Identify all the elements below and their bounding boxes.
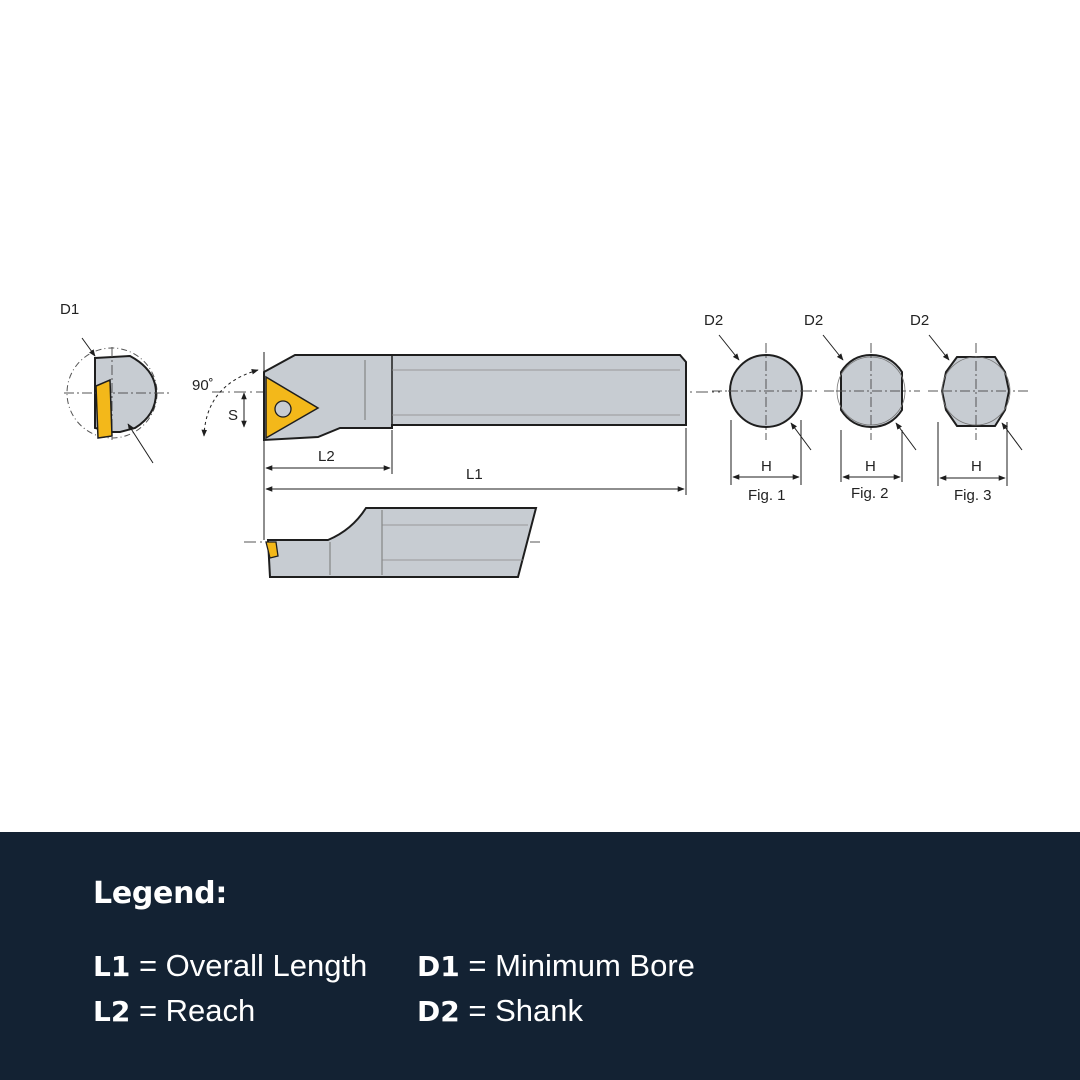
legend-item-l2: L2 = Reach — [93, 993, 255, 1029]
legend-key: D1 — [417, 950, 460, 983]
legend-item-d1: D1 = Minimum Bore — [417, 948, 695, 984]
fig-2-h-label: H — [865, 458, 876, 475]
angle-label: 90˚ — [192, 377, 214, 394]
boring-bar-body — [263, 354, 687, 442]
fig-1-h-label: H — [761, 458, 772, 475]
legend-key: L1 — [93, 950, 131, 983]
fig-3-d2-label: D2 — [910, 312, 929, 329]
l2-dimension-label: L2 — [318, 448, 335, 465]
legend-equals: = — [459, 993, 496, 1028]
legend-equals: = — [130, 993, 166, 1028]
legend-item-d2: D2 = Shank — [417, 993, 583, 1029]
insert-screw-icon — [274, 400, 292, 418]
insert-triangle — [265, 375, 320, 440]
fig-3-caption: Fig. 3 — [954, 487, 992, 504]
top-view-body — [266, 507, 538, 578]
side-view: 90˚ S L2 L1 — [192, 352, 720, 540]
s-dimension-label: S — [228, 407, 238, 424]
legend-key: D2 — [417, 995, 460, 1028]
l1-dimension-label: L1 — [466, 466, 483, 483]
legend-title: Legend: — [93, 876, 228, 911]
fig-1-caption: Fig. 1 — [748, 487, 786, 504]
fig-3-shank-octagonal — [940, 356, 1011, 427]
legend-key: L2 — [93, 995, 131, 1028]
end-view-d1-label: D1 — [60, 301, 79, 318]
fig-3-h-label: H — [971, 458, 982, 475]
legend-equals: = — [130, 948, 166, 983]
end-view-insert — [95, 378, 113, 439]
legend-value: Minimum Bore — [495, 948, 695, 983]
fig-1-d2-label: D2 — [704, 312, 723, 329]
legend-item-l1: L1 = Overall Length — [93, 948, 367, 984]
fig-2-d2-label: D2 — [804, 312, 823, 329]
end-view: D1 — [60, 301, 170, 464]
top-view — [244, 507, 540, 578]
fig-2-shank-flat-sides — [840, 353, 903, 429]
fig-1: D2 H Fig. 1 — [704, 312, 818, 504]
fig-2-caption: Fig. 2 — [851, 485, 889, 502]
legend-equals: = — [459, 948, 496, 983]
legend-value: Shank — [495, 993, 583, 1028]
top-view-insert — [265, 541, 279, 559]
fig-3: D2 H Fig. 3 — [910, 312, 1030, 504]
legend-value: Overall Length — [165, 948, 368, 983]
legend-value: Reach — [165, 993, 256, 1028]
legend-panel — [0, 832, 1080, 1080]
fig-2: D2 H Fig. 2 — [804, 312, 920, 502]
tool-technical-drawing: D1 90˚ S L2 L1 — [60, 301, 1030, 578]
